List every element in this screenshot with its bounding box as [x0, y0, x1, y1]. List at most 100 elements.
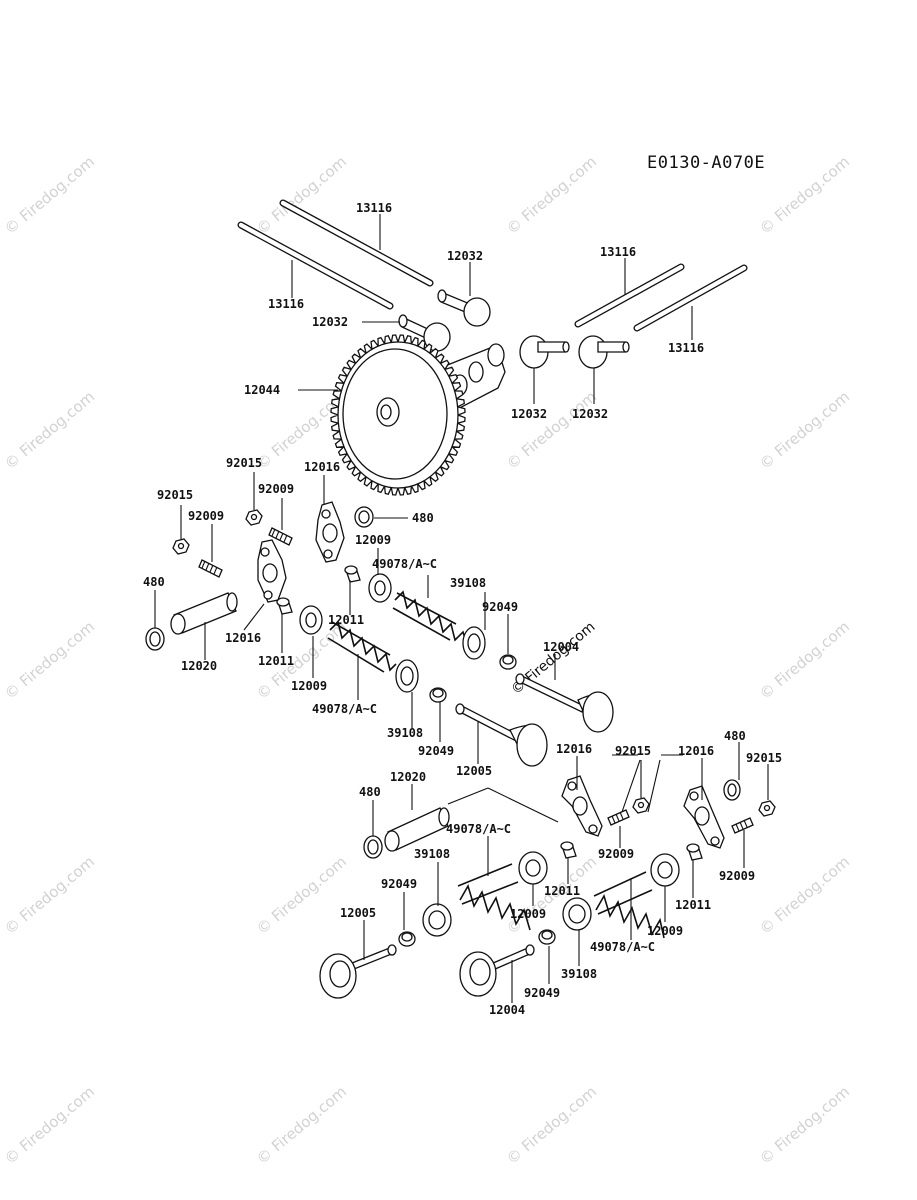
valve-12004-upper: [515, 673, 614, 733]
label-39108: 39108: [450, 576, 486, 590]
rocker-arm-12016-lower-left: [561, 775, 603, 837]
label-12011: 12011: [544, 884, 580, 898]
tappet-12032-upper: [437, 289, 491, 327]
label-12005: 12005: [456, 764, 492, 778]
watermark-11: © Firedog.com: [756, 618, 853, 703]
label-49078: 49078/A~C: [312, 702, 377, 716]
valve-12005-lower: [319, 944, 397, 999]
seat-39108-upper-a: [462, 626, 486, 660]
watermark-7: © Firedog.com: [503, 388, 600, 473]
label-92015: 92015: [615, 744, 651, 758]
seat-39108-lower-a: [422, 903, 452, 937]
adjust-screw-92009-lower-a: [607, 809, 630, 826]
push-rod-13116-top-left: [279, 199, 434, 287]
label-92049: 92049: [482, 600, 518, 614]
watermark-1: © Firedog.com: [1, 153, 98, 238]
adjust-screw-92009-lower-b: [731, 817, 754, 834]
valve-12004-lower: [459, 944, 535, 997]
label-92009: 92009: [719, 869, 755, 883]
label-13116: 13116: [668, 341, 704, 355]
label-12016: 12016: [225, 631, 261, 645]
circlip-480-upper-left: [145, 627, 165, 651]
tappet-12032-right-b: [578, 335, 630, 369]
watermark-3: © Firedog.com: [503, 153, 600, 238]
watermark-2: © Firedog.com: [253, 153, 350, 238]
label-92015: 92015: [157, 488, 193, 502]
collet-12011-upper-a: [344, 565, 361, 583]
seat-39108-upper-b: [395, 659, 419, 693]
tappet-12032-lower: [398, 314, 451, 352]
label-12016: 12016: [304, 460, 340, 474]
watermark-13: © Firedog.com: [253, 853, 350, 938]
retainer-12009-upper-a: [368, 573, 392, 603]
label-480: 480: [359, 785, 381, 799]
label-13116: 13116: [268, 297, 304, 311]
label-12009: 12009: [647, 924, 683, 938]
leader-lines: [154, 214, 769, 1003]
part-labels: 13116 13116 12032 12032 13116 13116 1203…: [143, 201, 782, 1017]
label-480: 480: [412, 511, 434, 525]
label-49078: 49078/A~C: [372, 557, 437, 571]
rocker-shaft-12020-lower: [384, 807, 450, 852]
label-12032: 12032: [312, 315, 348, 329]
label-92009: 92009: [598, 847, 634, 861]
label-12005: 12005: [340, 906, 376, 920]
label-92049: 92049: [381, 877, 417, 891]
watermark-19: © Firedog.com: [756, 1083, 853, 1168]
nut-92015-upper-a: [245, 509, 263, 526]
collet-12011-lower-a: [560, 841, 577, 859]
label-480: 480: [724, 729, 746, 743]
label-92015: 92015: [226, 456, 262, 470]
watermark-center: © Firedog.com: [508, 619, 598, 698]
label-12016: 12016: [678, 744, 714, 758]
watermark-9: © Firedog.com: [1, 618, 98, 703]
watermarks: © Firedog.com © Firedog.com © Firedog.co…: [1, 153, 853, 1168]
label-92015: 92015: [746, 751, 782, 765]
label-12009: 12009: [510, 907, 546, 921]
diagram-code: E0130-A070E: [647, 153, 765, 173]
label-49078: 49078/A~C: [446, 822, 511, 836]
rocker-arm-12016-upper-right: [315, 501, 345, 563]
label-92009: 92009: [188, 509, 224, 523]
seal-92049-lower-b: [538, 929, 556, 945]
label-39108: 39108: [561, 967, 597, 981]
tappet-12032-right-a: [519, 335, 570, 369]
label-49078: 49078/A~C: [590, 940, 655, 954]
label-12032: 12032: [511, 407, 547, 421]
label-12044: 12044: [244, 383, 280, 397]
label-12009: 12009: [291, 679, 327, 693]
label-480: 480: [143, 575, 165, 589]
label-39108: 39108: [414, 847, 450, 861]
watermark-17: © Firedog.com: [253, 1083, 350, 1168]
watermark-16: © Firedog.com: [1, 1083, 98, 1168]
label-12032: 12032: [447, 249, 483, 263]
label-12016: 12016: [556, 742, 592, 756]
nut-92015-lower-a: [632, 797, 650, 814]
label-12020: 12020: [390, 770, 426, 784]
watermark-15: © Firedog.com: [756, 853, 853, 938]
push-rod-13116-right-upper: [574, 263, 685, 328]
circlip-480-upper-right: [354, 506, 374, 528]
seal-92049-upper-a: [499, 654, 517, 670]
retainer-12009-lower-a: [518, 851, 548, 885]
label-13116: 13116: [600, 245, 636, 259]
retainer-12009-upper-b: [299, 605, 323, 635]
adjust-screw-92009-upper-b: [198, 559, 223, 578]
label-13116: 13116: [356, 201, 392, 215]
label-12009: 12009: [355, 533, 391, 547]
label-12011: 12011: [675, 898, 711, 912]
watermark-18: © Firedog.com: [503, 1083, 600, 1168]
label-92009: 92009: [258, 482, 294, 496]
circlip-480-lower-right: [723, 779, 741, 801]
label-39108: 39108: [387, 726, 423, 740]
spring-49078-upper-a: [392, 590, 468, 647]
circlip-480-lower-left: [363, 835, 383, 859]
spring-49078-lower-b: [593, 871, 665, 939]
rocker-shaft-12020-upper: [170, 592, 238, 635]
label-12011: 12011: [328, 613, 364, 627]
label-12011: 12011: [258, 654, 294, 668]
camshaft-12044: [330, 334, 506, 496]
watermark-12: © Firedog.com: [1, 853, 98, 938]
nut-92015-lower-b: [758, 800, 776, 817]
label-12020: 12020: [181, 659, 217, 673]
